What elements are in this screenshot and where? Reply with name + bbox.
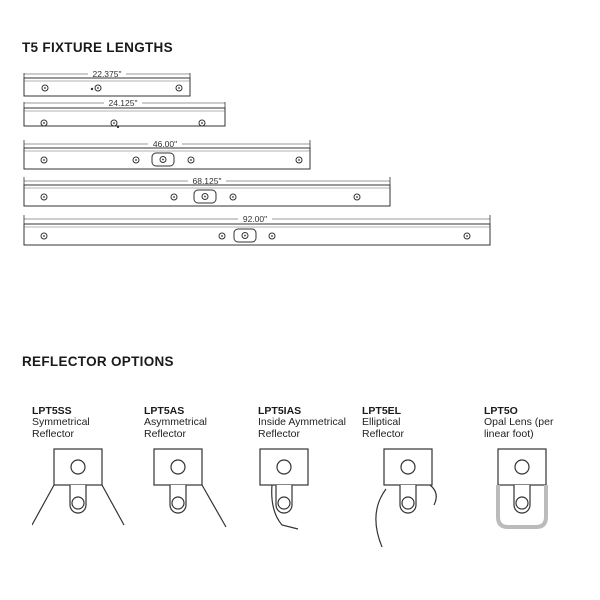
reflector-code: LPT5IAS xyxy=(258,405,302,417)
fixture-lengths-title: T5 FIXTURE LENGTHS xyxy=(22,40,173,55)
reflector-option-lpt5as: LPT5AS Asymmetrical Reflector xyxy=(144,405,254,528)
reflector-description: Inside Aymmetrical Reflector xyxy=(258,416,346,440)
knockout-icon xyxy=(110,119,118,127)
reflector-option-lpt5o: LPT5O Opal Lens (per linear foot) xyxy=(484,405,594,529)
mounting-hole-icon xyxy=(132,156,140,164)
fixture-5-dimension: 92.00" xyxy=(243,214,267,224)
reflector-description: Opal Lens (per linear foot) xyxy=(484,416,554,440)
fixture-4-dimension: 68.125" xyxy=(192,176,221,186)
mounting-hole-icon xyxy=(41,84,49,92)
mounting-hole-icon xyxy=(40,156,48,164)
reflector-option-lpt5el: LPT5EL Elliptical Reflector xyxy=(362,405,472,548)
reflector-code: LPT5SS xyxy=(32,405,72,417)
asymmetrical-reflector-icon xyxy=(153,448,227,528)
inside-asymmetrical-reflector-icon xyxy=(259,448,309,530)
fixture-2-dimension: 24.125" xyxy=(108,98,137,108)
reflector-description: Symmetrical Reflector xyxy=(32,416,90,440)
knockout-icon xyxy=(94,84,102,92)
fixture-lengths-diagram: 22.375" 24.125" 46.00" xyxy=(23,69,491,246)
reflector-code: LPT5EL xyxy=(362,405,402,417)
reflector-description: Elliptical Reflector xyxy=(362,416,405,440)
reflector-option-lpt5ias: LPT5IAS Inside Aymmetrical Reflector xyxy=(258,405,368,530)
reflector-code: LPT5AS xyxy=(144,405,185,417)
mounting-hole-icon xyxy=(218,232,226,240)
mounting-hole-icon xyxy=(463,232,471,240)
fixture-1-dimension: 22.375" xyxy=(92,69,121,79)
fixture-22-375: 22.375" xyxy=(23,69,191,97)
fixture-92-00: 92.00" xyxy=(23,214,491,246)
fixture-3-dimension: 46.00" xyxy=(153,139,177,149)
reflector-description: Asymmetrical Reflector xyxy=(144,416,208,440)
fixture-46-00: 46.00" xyxy=(23,139,311,170)
mounting-hole-icon xyxy=(40,193,48,201)
mounting-hole-icon xyxy=(353,193,361,201)
mounting-hole-icon xyxy=(170,193,178,201)
mounting-hole-icon xyxy=(295,156,303,164)
fixture-24-125: 24.125" xyxy=(23,98,226,129)
symmetrical-reflector-icon xyxy=(32,448,125,526)
mounting-hole-icon xyxy=(198,119,206,127)
mounting-hole-icon xyxy=(40,119,48,127)
mounting-hole-icon xyxy=(187,156,195,164)
mounting-hole-icon xyxy=(175,84,183,92)
reflector-options-title: REFLECTOR OPTIONS xyxy=(22,354,174,369)
mounting-hole-icon xyxy=(268,232,276,240)
reflector-option-lpt5ss: LPT5SS Symmetrical Reflector xyxy=(32,405,142,526)
opal-lens-icon xyxy=(496,448,548,529)
reflector-code: LPT5O xyxy=(484,405,518,417)
fixture-68-125: 68.125" xyxy=(23,176,391,207)
mounting-hole-icon xyxy=(40,232,48,240)
elliptical-reflector-icon xyxy=(375,448,437,548)
mounting-hole-icon xyxy=(229,193,237,201)
